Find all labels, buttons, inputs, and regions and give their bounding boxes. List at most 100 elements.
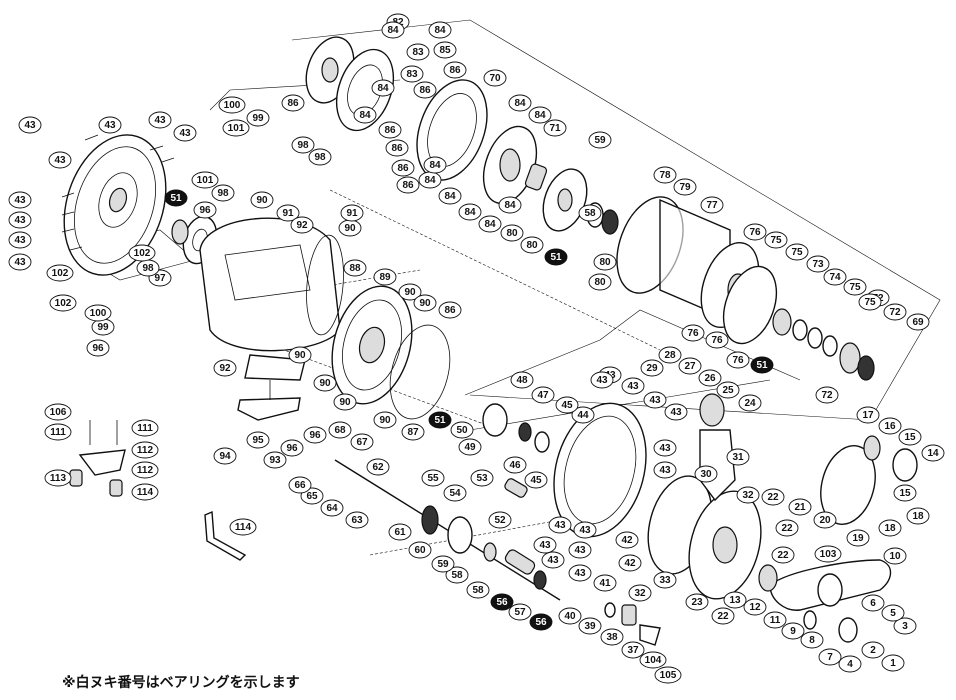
callout-oval: [400, 65, 424, 83]
callout-oval: [288, 346, 312, 364]
callout-number: 43: [659, 443, 671, 454]
callout-10: 10: [883, 547, 907, 565]
callout-number: 40: [564, 611, 576, 622]
callout-number: 52: [494, 515, 506, 526]
callout-number: 86: [402, 180, 414, 191]
callout-1: 1: [881, 654, 905, 672]
side-plate-89: [331, 285, 413, 405]
callout-16: 16: [878, 417, 902, 435]
callout-oval: [381, 21, 405, 39]
callout-33: 33: [653, 571, 677, 589]
callout-oval: [280, 439, 304, 457]
callout-oval: [164, 189, 188, 207]
callout-12: 12: [743, 598, 767, 616]
callout-number: 26: [704, 373, 716, 384]
callout-number: 84: [504, 200, 516, 211]
callout-number: 77: [706, 200, 718, 211]
callout-number: 90: [339, 397, 351, 408]
callout-number: 45: [530, 475, 542, 486]
callout-89: 89: [373, 268, 397, 286]
callout-oval: [736, 486, 760, 504]
callout-4: 4: [838, 655, 862, 673]
callout-5: 5: [881, 604, 905, 622]
callout-oval: [788, 498, 812, 516]
callout-oval: [694, 465, 718, 483]
callout-75: 75: [764, 231, 788, 249]
callout-oval: [98, 116, 122, 134]
callout-number: 43: [179, 128, 191, 139]
callout-number: 22: [767, 492, 779, 503]
callout-86: 86: [396, 176, 420, 194]
callout-oval: [883, 303, 907, 321]
bolts-left: [61, 134, 175, 251]
callout-oval: [343, 259, 367, 277]
callout-number: 96: [92, 343, 104, 354]
callout-27: 27: [678, 357, 702, 375]
callout-number: 87: [407, 427, 419, 438]
callout-oval: [705, 331, 729, 349]
callout-number: 38: [606, 632, 618, 643]
callout-39: 39: [578, 617, 602, 635]
callout-oval: [18, 116, 42, 134]
callout-number: 43: [627, 381, 639, 392]
callout-number: 96: [199, 205, 211, 216]
callout-oval: [421, 469, 445, 487]
callout-number: 48: [516, 375, 528, 386]
callout-oval: [340, 204, 364, 222]
callout-9: 9: [781, 622, 805, 640]
callout-number: 1: [890, 658, 896, 669]
callout-number: 84: [429, 160, 441, 171]
callout-96: 96: [193, 201, 217, 219]
callout-oval: [588, 273, 612, 291]
callout-number: 104: [645, 655, 662, 666]
callout-number: 90: [404, 287, 416, 298]
callout-oval: [431, 555, 455, 573]
callout-15: 15: [893, 484, 917, 502]
callout-oval: [639, 651, 667, 669]
callout-111: 111: [44, 423, 72, 441]
callout-80: 80: [588, 273, 612, 291]
callout-number: 102: [134, 248, 151, 259]
callout-oval: [443, 484, 467, 502]
callout-oval: [858, 293, 882, 311]
callout-oval: [320, 499, 344, 517]
callout-number: 90: [256, 195, 268, 206]
callout-86: 86: [443, 61, 467, 79]
callout-number: 75: [849, 282, 861, 293]
callout-number: 9: [790, 626, 796, 637]
callout-43: 43: [573, 521, 597, 539]
callout-number: 60: [414, 545, 426, 556]
callout-number: 76: [687, 328, 699, 339]
callout-oval: [664, 403, 688, 421]
callout-76: 76: [743, 223, 767, 241]
callout-oval: [84, 304, 112, 322]
callout-number: 79: [679, 182, 691, 193]
callout-number: 84: [387, 25, 399, 36]
callout-oval: [906, 507, 930, 525]
callout-oval: [878, 417, 902, 435]
callout-oval: [771, 546, 795, 564]
callout-90: 90: [288, 346, 312, 364]
group-outlines: [69, 19, 941, 556]
callout-oval: [385, 139, 409, 157]
callout-74: 74: [823, 268, 847, 286]
callout-oval: [568, 541, 592, 559]
callout-oval: [878, 519, 902, 537]
callout-oval: [750, 356, 774, 374]
callout-43: 43: [8, 253, 32, 271]
callout-22: 22: [761, 488, 785, 506]
callout-14: 14: [921, 444, 945, 462]
callout-number: 94: [219, 451, 231, 462]
callout-oval: [300, 487, 324, 505]
callout-oval: [588, 131, 612, 149]
callout-86: 86: [391, 159, 415, 177]
callout-number: 10: [889, 551, 901, 562]
callout-58: 58: [578, 204, 602, 222]
callout-oval: [500, 224, 524, 242]
callout-oval: [578, 617, 602, 635]
callout-66: 66: [288, 476, 312, 494]
callout-oval: [396, 176, 420, 194]
callout-oval: [290, 216, 314, 234]
callout-51: 51: [164, 189, 188, 207]
callout-number: 90: [344, 223, 356, 234]
